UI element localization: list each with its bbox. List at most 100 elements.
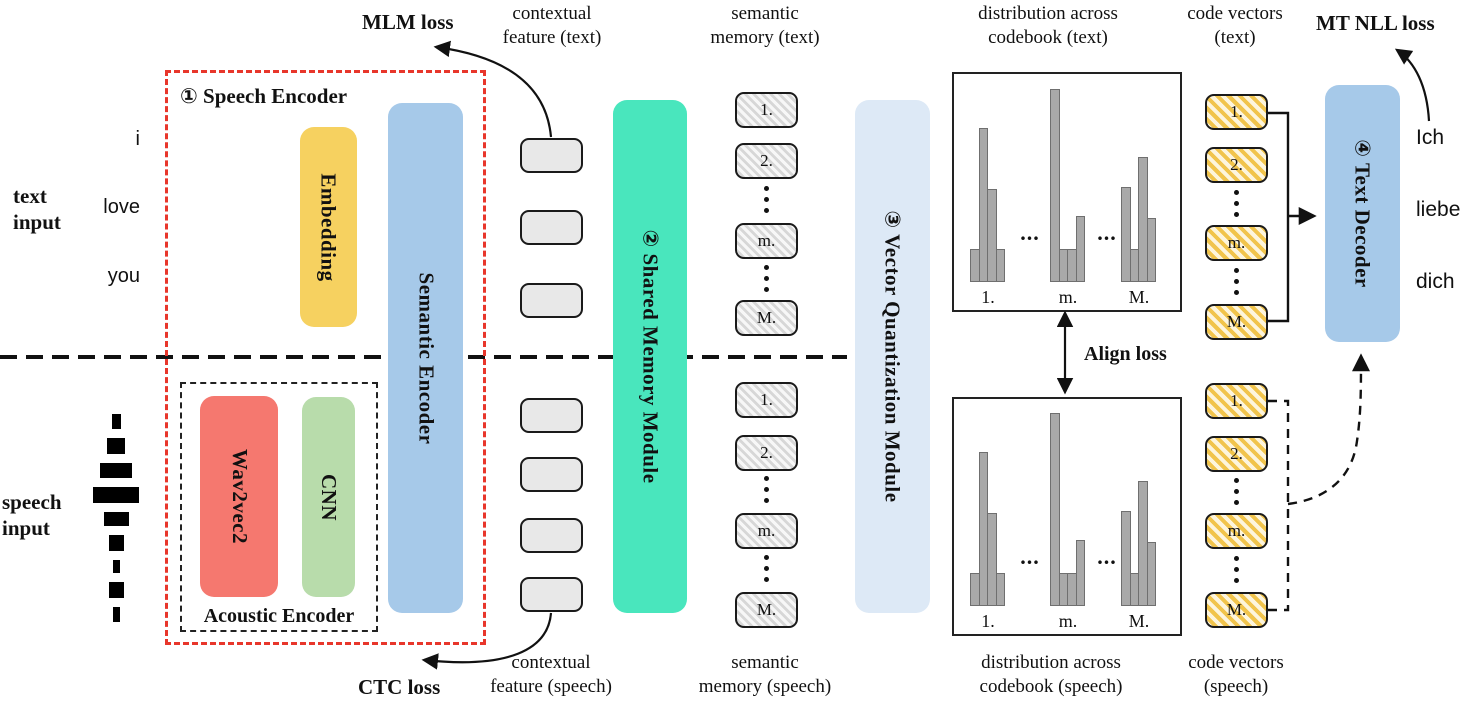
cnn-module: CNN [302,397,355,597]
mlm-loss-label: MLM loss [362,10,454,34]
align-loss-label: Align loss [1084,343,1167,365]
contextual-feature-text-label: contextual feature (text) [502,3,602,48]
contextual-feature-box-text [520,138,583,173]
contextual-feature-box-speech [520,518,583,553]
ellipsis-dots [764,555,769,582]
waveform-bar [111,414,121,429]
cluster-label: m. [1058,611,1078,631]
embedding-label: Embedding [317,172,341,282]
code-vector-slot: M. [1205,592,1268,628]
memory-slot: 1. [735,382,798,418]
acoustic-encoder-label: Acoustic Encoder [203,605,355,627]
text-decoder-label: ④ Text Decoder [1351,139,1376,288]
code-vector-slot: 1. [1205,383,1268,419]
memory-slot: m. [735,223,798,259]
bar-cluster [1050,413,1085,606]
speech-encoder-frame [165,70,486,645]
text-decoder-module: ④ Text Decoder [1325,85,1400,342]
distribution-text-label: distribution across codebook (text) [978,3,1118,48]
contextual-feature-box-text [520,210,583,245]
contextual-feature-speech-label: contextual feature (speech) [490,652,612,697]
bar-cluster [1050,89,1085,282]
mt-nll-loss-arrow [1394,48,1431,122]
distribution-bar [1121,187,1131,282]
vector-quantization-label: ③ Vector Quantization Module [881,210,905,503]
semantic-encoder-module: Semantic Encoder [388,103,463,613]
input-token: i [135,128,140,150]
code-vector-slot: m. [1205,225,1268,261]
waveform-bar [103,512,129,526]
contextual-feature-box-speech [520,398,583,433]
memory-slot: 2. [735,143,798,179]
ellipsis-dots [1234,268,1239,295]
mt-nll-loss-label: MT NLL loss [1316,11,1435,35]
distribution-bar [1146,218,1156,282]
shared-memory-label: ② Shared Memory Module [638,229,663,484]
bar-cluster [970,128,1005,282]
contextual-feature-box-speech [520,457,583,492]
code-vector-slot: 2. [1205,436,1268,472]
decoder-dashed-input-arrow [1287,353,1370,506]
ellipsis-dots [1234,190,1239,217]
wav2vec2-module: Wav2vec2 [200,396,278,597]
contextual-feature-box-speech [520,577,583,612]
vector-quantization-module: ③ Vector Quantization Module [855,100,930,613]
waveform-bar [100,463,132,478]
code-vector-slot: M. [1205,304,1268,340]
code-vector-slot: 1. [1205,94,1268,130]
speech-input-label: speech input [2,490,62,540]
code-vectors-speech-label: code vectors (speech) [1188,652,1284,697]
bar-cluster [1121,481,1156,606]
input-token: you [107,265,140,287]
bar-cluster [970,452,1005,606]
cluster-label: 1. [981,287,995,307]
distribution-bar [1121,511,1131,606]
cnn-label: CNN [317,473,341,521]
cluster-label: M. [1128,287,1150,307]
codebook-distribution-chart-text: 1.m.M....... [952,72,1182,312]
distribution-speech-label: distribution across codebook (speech) [979,652,1123,697]
semantic-encoder-label: Semantic Encoder [414,272,438,444]
cluster-separator-dots: ... [1097,220,1117,245]
waveform-bar [93,487,139,503]
distribution-bar [1075,540,1085,606]
memory-slot: m. [735,513,798,549]
ellipsis-dots [764,265,769,292]
code-vectors-speech-bracket [1268,399,1290,612]
distribution-bar [1075,216,1085,282]
waveform-bar [112,560,120,573]
ellipsis-dots [1234,556,1239,583]
semantic-memory-text-label: semantic memory (text) [710,3,820,48]
waveform-bar [107,438,125,454]
input-token: love [103,196,140,218]
output-token: dich [1416,270,1455,293]
memory-slot: 2. [735,435,798,471]
distribution-bar [987,513,997,606]
distribution-bar [995,573,1005,606]
embedding-module: Embedding [300,127,357,327]
semantic-memory-speech-label: semantic memory (speech) [698,652,832,697]
shared-memory-module: ② Shared Memory Module [613,100,687,613]
code-vector-slot: 2. [1205,147,1268,183]
cluster-separator-dots: ... [1020,544,1040,569]
acoustic-encoder-frame [180,382,378,632]
cluster-label: 1. [981,611,995,631]
memory-slot: 1. [735,92,798,128]
waveform-bar [112,607,120,622]
distribution-bar [1050,89,1060,282]
output-token: liebe [1416,198,1461,221]
ellipsis-dots [1234,478,1239,505]
speech-encoder-title: ① Speech Encoder [180,84,348,108]
waveform-bar [108,535,124,551]
cluster-separator-dots: ... [1020,220,1040,245]
bar-cluster [1121,157,1156,282]
code-vectors-text-bracket [1268,111,1290,323]
ellipsis-dots [764,186,769,213]
text-input-label: text input [13,184,61,234]
code-vectors-text-label: code vectors (text) [1187,3,1283,48]
cluster-label: M. [1128,611,1150,631]
waveform-icon [93,414,139,622]
distribution-bar [1050,413,1060,606]
waveform-bar [108,582,124,598]
